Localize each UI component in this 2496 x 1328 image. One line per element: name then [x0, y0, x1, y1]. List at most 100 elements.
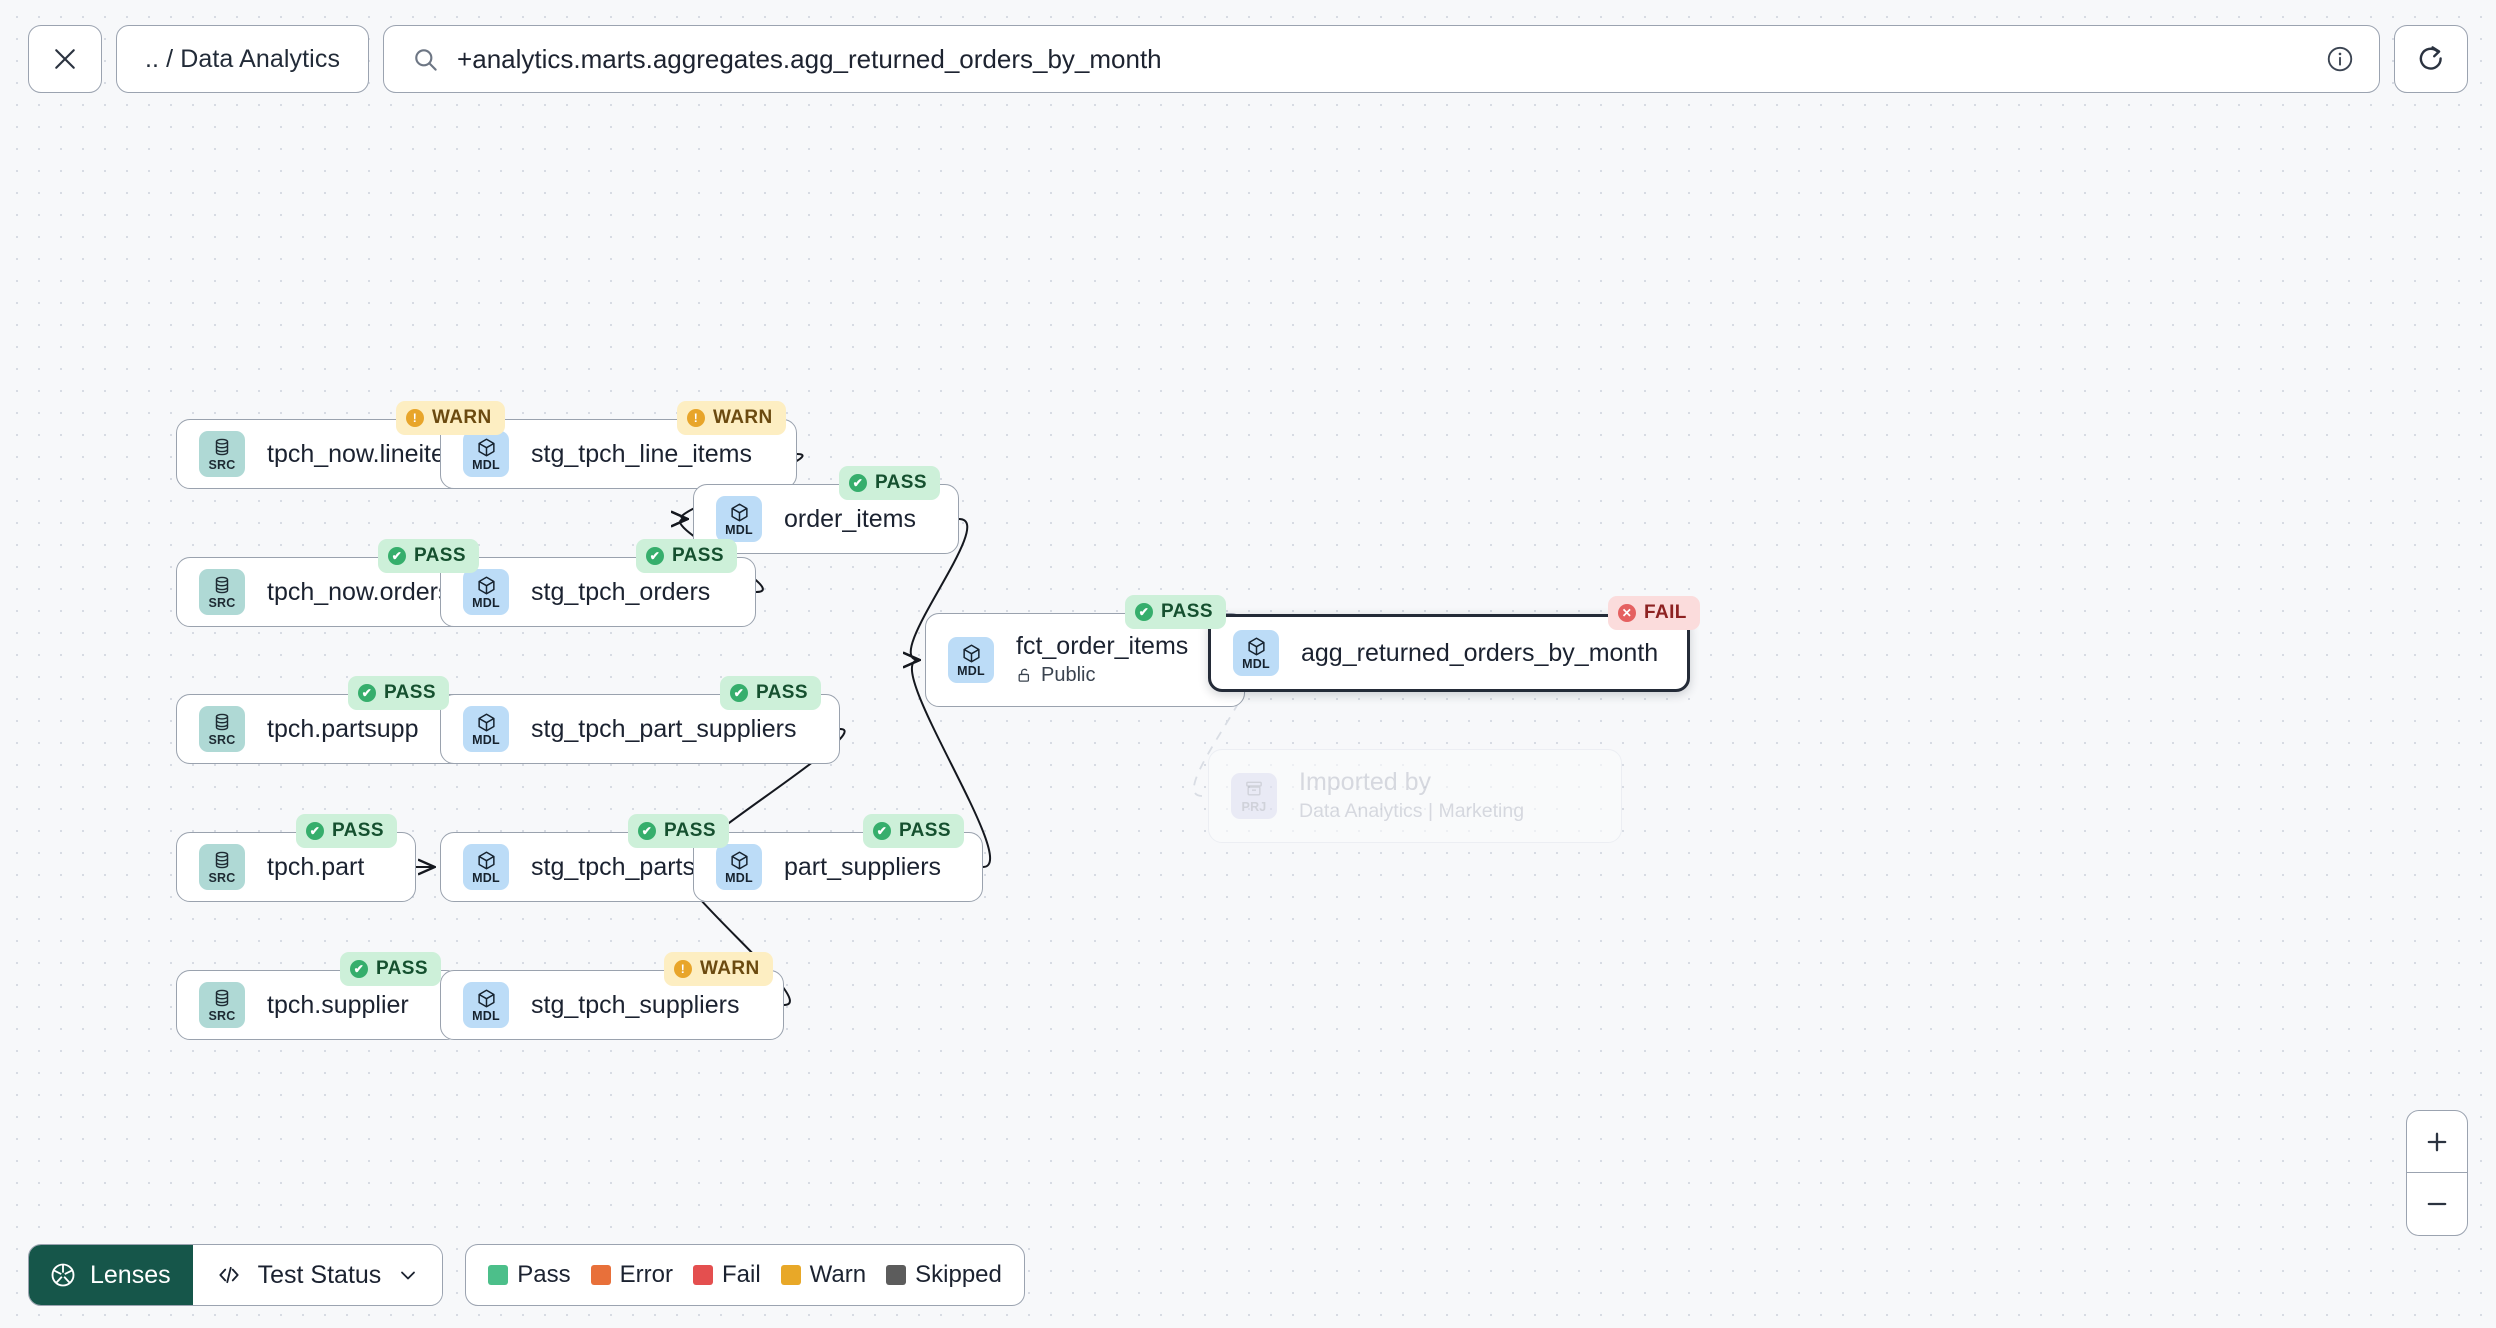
status-dot: ✔ — [350, 960, 368, 978]
search-input[interactable]: +analytics.marts.aggregates.agg_returned… — [457, 43, 1162, 74]
status-badge-warn: ! WARN — [396, 401, 505, 435]
status-dot: ✔ — [306, 822, 324, 840]
src-type-chip: SRC — [199, 844, 245, 890]
node-title: part_suppliers — [784, 852, 942, 881]
mdl-type-chip: MDL — [463, 431, 509, 477]
lenses-button[interactable]: Lenses — [29, 1245, 193, 1305]
chip-code-label: MDL — [957, 664, 985, 679]
legend-item-pass[interactable]: Pass — [488, 1261, 571, 1289]
chip-code-label: MDL — [472, 596, 500, 611]
node-title: stg_tpch_line_items — [531, 439, 752, 468]
status-label: WARN — [700, 958, 760, 979]
legend-item-skipped[interactable]: Skipped — [886, 1261, 1002, 1289]
src-type-chip: SRC — [199, 569, 245, 615]
status-badge-pass: ✔PASS — [378, 539, 479, 573]
status-label: PASS — [875, 472, 927, 493]
cube-icon — [477, 989, 495, 1008]
zoom-in-button[interactable] — [2407, 1111, 2467, 1173]
status-badge-pass: ✔ PASS — [636, 539, 737, 573]
mdl-type-chip: MDL — [463, 982, 509, 1028]
info-icon[interactable] — [2325, 44, 2355, 74]
chip-code-label: PRJ — [1241, 800, 1267, 815]
chip-code-label: MDL — [725, 523, 753, 538]
node-labels: tpch_now.orders — [267, 577, 451, 606]
status-label: PASS — [414, 545, 466, 566]
mdl-type-chip: MDL — [463, 706, 509, 752]
status-badge-pass: ✔PASS — [340, 952, 441, 986]
chip-code-label: MDL — [1242, 657, 1270, 672]
search-icon — [415, 48, 437, 71]
chip-code-label: SRC — [208, 871, 236, 886]
node-subtitle-label: Data Analytics | Marketing — [1299, 799, 1525, 822]
mdl-type-chip: MDL — [1233, 630, 1279, 676]
chip-code-label: MDL — [472, 733, 500, 748]
node-subtitle: Data Analytics | Marketing — [1299, 800, 1524, 823]
src-type-chip: SRC — [199, 431, 245, 477]
status-dot: ✕ — [1618, 604, 1636, 622]
legend-label: Warn — [809, 1261, 867, 1288]
status-dot: ✔ — [646, 547, 664, 565]
search-box[interactable]: +analytics.marts.aggregates.agg_returned… — [383, 25, 2380, 93]
chip-code-label: MDL — [725, 871, 753, 886]
close-button[interactable] — [28, 25, 102, 93]
chip-code-label: MDL — [472, 1009, 500, 1024]
node-title: tpch_now.orders — [267, 577, 451, 606]
prj-type-chip: PRJ — [1231, 773, 1277, 819]
legend-label: Skipped — [915, 1261, 1002, 1288]
status-badge-pass: ✔PASS — [348, 676, 449, 710]
refresh-button[interactable] — [2394, 25, 2468, 93]
status-label: WARN — [713, 407, 773, 428]
legend-item-warn[interactable]: Warn — [780, 1261, 867, 1289]
status-badge-fail: ✕FAIL — [1608, 596, 1700, 630]
status-badge-pass: ✔PASS — [628, 814, 729, 848]
node-title: tpch.part — [267, 852, 365, 881]
bottom-toolbar: Lenses Test Status Pass Error Fail Warn Skip… — [28, 1244, 1025, 1306]
lenses-group: Lenses Test Status — [28, 1244, 444, 1306]
test-status-label: Test Status — [257, 1260, 382, 1289]
zoom-out-button[interactable] — [2407, 1173, 2467, 1235]
graph-node-imported_by_project[interactable]: PRJ Imported by Data Analytics | Marketing — [1208, 749, 1622, 843]
legend-swatch-icon — [886, 1265, 907, 1285]
status-badge-pass: ✔PASS — [839, 466, 940, 500]
src-type-chip: SRC — [199, 982, 245, 1028]
refresh-icon — [2419, 46, 2442, 70]
chip-code-label: MDL — [472, 458, 500, 473]
mdl-type-chip: MDL — [463, 569, 509, 615]
node-labels: stg_tpch_line_items — [531, 439, 752, 468]
cube-icon — [962, 644, 980, 663]
node-labels: stg_tpch_suppliers — [531, 992, 739, 1019]
test-status-dropdown[interactable]: Test Status — [192, 1245, 443, 1305]
mdl-type-chip: MDL — [716, 844, 762, 890]
chip-code-label: SRC — [208, 458, 236, 473]
database-icon — [215, 576, 229, 594]
chip-code-label: SRC — [208, 733, 236, 748]
status-label: WARN — [432, 407, 492, 428]
node-labels: part_suppliers — [784, 852, 942, 881]
node-labels: stg_tpch_parts — [531, 854, 695, 881]
lock-icon — [1018, 668, 1030, 682]
breadcrumb[interactable]: .. / Data Analytics — [116, 25, 370, 93]
legend-item-error[interactable]: Error — [590, 1261, 673, 1289]
cube-icon — [1247, 637, 1265, 656]
legend-item-fail[interactable]: Fail — [693, 1261, 761, 1289]
database-icon — [215, 438, 229, 456]
cube-icon — [730, 851, 748, 870]
status-label: PASS — [756, 682, 808, 703]
status-label: PASS — [1161, 601, 1213, 622]
node-labels: stg_tpch_orders — [531, 577, 711, 606]
node-title: tpch_now.lineitem — [267, 439, 466, 468]
cube-icon — [477, 576, 495, 595]
node-labels: agg_returned_orders_by_month — [1301, 640, 1658, 667]
node-title: Imported by — [1299, 768, 1432, 797]
chip-code-label: SRC — [208, 1009, 236, 1024]
status-label: PASS — [672, 545, 724, 566]
node-labels: tpch_now.lineitem — [267, 439, 466, 468]
status-legend: Pass Error Fail Warn Skipped — [465, 1244, 1025, 1306]
status-dot: ! — [406, 409, 424, 427]
mdl-type-chip: MDL — [463, 844, 509, 890]
node-title: stg_tpch_orders — [531, 577, 711, 606]
status-label: PASS — [384, 682, 436, 703]
